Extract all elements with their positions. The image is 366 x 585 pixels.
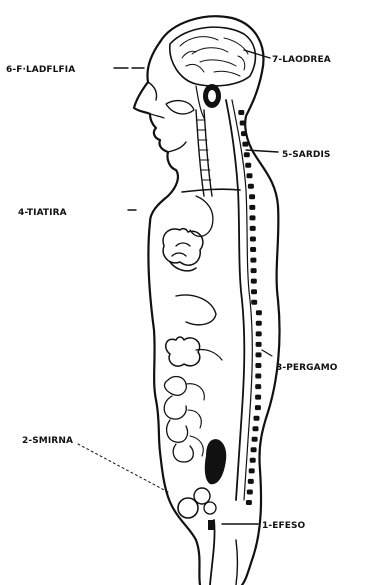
vertebra xyxy=(240,121,246,126)
vertebra xyxy=(250,458,256,463)
vertebra xyxy=(255,384,261,389)
vertebra xyxy=(255,374,261,379)
vertebra xyxy=(251,300,257,305)
vertebra xyxy=(251,268,257,273)
vertebra xyxy=(255,363,261,368)
abdomen-organs xyxy=(164,295,226,484)
vertebra xyxy=(244,152,250,157)
leader-lines xyxy=(78,50,278,524)
vertebra xyxy=(251,279,257,284)
vertebra xyxy=(251,447,257,452)
vertebra xyxy=(247,173,253,178)
vertebra xyxy=(248,479,254,484)
trachea xyxy=(166,101,212,196)
vertebra xyxy=(241,131,247,136)
vertebra xyxy=(250,247,256,252)
label-tiatira: 4-TIATIRA xyxy=(18,208,67,218)
vertebra xyxy=(256,352,262,357)
vertebra xyxy=(238,110,244,115)
vertebra xyxy=(256,321,262,326)
vertebra xyxy=(255,395,261,400)
vertebra xyxy=(254,416,260,421)
vertebra xyxy=(245,163,251,168)
spinal-column xyxy=(226,100,252,500)
label-filadelfia: 6-F·LADFLFIA xyxy=(6,65,75,75)
vertebra xyxy=(256,342,262,347)
vertebra xyxy=(249,468,255,473)
label-sardis: 5-SARDIS xyxy=(282,150,330,160)
vertebra xyxy=(252,437,258,442)
vertebra xyxy=(250,258,256,263)
chest-organs xyxy=(163,196,213,271)
vertebra xyxy=(249,194,255,199)
vertebra xyxy=(255,405,261,410)
vertebra xyxy=(250,226,256,231)
vertebra xyxy=(250,215,256,220)
label-efeso: 1-EFESO xyxy=(262,521,306,531)
label-laodicea: 7-LAODREA xyxy=(272,55,331,65)
vertebra xyxy=(246,500,252,505)
vertebra xyxy=(249,205,255,210)
vertebra xyxy=(250,237,256,242)
vertebra xyxy=(242,142,248,147)
vertebra xyxy=(247,490,253,495)
vertebra xyxy=(248,184,254,189)
vertebra xyxy=(256,331,262,336)
brain xyxy=(170,27,256,118)
vertebra xyxy=(256,310,262,315)
vertebra xyxy=(253,426,259,431)
label-smirna: 2-SMIRNA xyxy=(22,436,73,446)
vertebra xyxy=(251,289,257,294)
label-pergamo: 3-PERGAMO xyxy=(276,363,338,373)
